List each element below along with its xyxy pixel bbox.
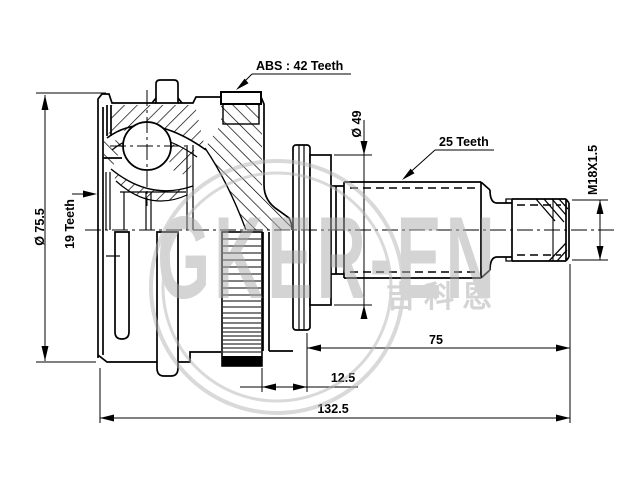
watermark: GKER-EN 吉科恩 (149, 159, 500, 415)
outer-spline-teeth-label: 25 Teeth (439, 135, 489, 149)
housing-diameter-label: Ø 75.5 (33, 208, 47, 246)
watermark-cjk-text: 吉科恩 (386, 281, 500, 314)
abs-teeth-label: ABS : 42 Teeth (256, 59, 343, 73)
watermark-brand-text: GKER-EN (157, 193, 499, 324)
watermark-inner-circle-icon (161, 171, 393, 403)
shaft-diameter-label: Ø 49 (350, 110, 364, 137)
flange-and-boot-seat (292, 144, 332, 331)
abs-ring-teeth (221, 231, 263, 367)
dimension-labels: ABS : 42 Teeth 25 Teeth 19 Teeth Ø 75.5 … (33, 59, 600, 416)
spline-thread-dashed-lines (350, 187, 561, 273)
spline-length-label: 75 (429, 333, 443, 347)
housing-outline (97, 93, 293, 363)
dimension-arrowheads (41, 78, 604, 422)
thread-spec-label: M18X1.5 (586, 145, 600, 195)
dimension-lines (36, 73, 608, 423)
watermark-circle-icon (149, 159, 405, 415)
centerlines (85, 90, 614, 231)
abs-ring-section (220, 91, 262, 125)
inner-spline-teeth-label: 19 Teeth (63, 199, 77, 249)
